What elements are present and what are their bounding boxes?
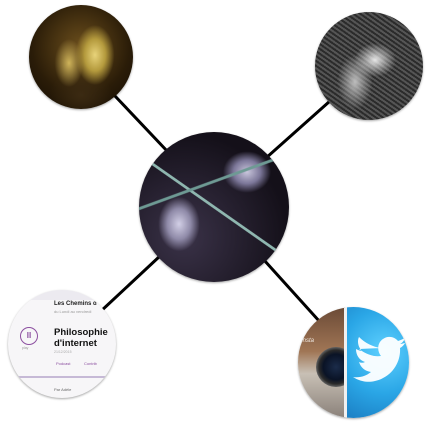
browser-bar xyxy=(8,290,116,300)
node-top-right-etching xyxy=(315,12,423,120)
tag-podcast: Podcast xyxy=(56,361,71,366)
node-top-left-painting xyxy=(29,5,133,109)
light-beam-secondary xyxy=(139,132,289,282)
twitter-panel xyxy=(347,307,409,418)
author-line: Par Adèle xyxy=(54,387,72,392)
tag-contrib: Contrib xyxy=(84,361,97,366)
node-center-faces xyxy=(139,132,289,282)
instagram-panel: Insta xyxy=(298,307,356,418)
play-caption: play xyxy=(22,346,29,350)
pause-icon: II xyxy=(20,327,38,345)
instagram-label: Insta xyxy=(301,338,315,344)
episode-date: 21/12/2015 xyxy=(54,350,72,354)
divider xyxy=(8,376,116,378)
site-name: Les Chemins d xyxy=(54,301,97,307)
split-divider xyxy=(344,307,347,418)
bird-icon xyxy=(353,336,405,382)
site-subtitle: du Lundi au vendredi xyxy=(54,309,92,314)
page-title: Philosophie d'internet xyxy=(54,327,108,349)
node-bottom-right-social: Insta xyxy=(298,307,409,418)
node-bottom-left-podcast-page: Les Chemins d du Lundi au vendredi II pl… xyxy=(8,290,116,398)
